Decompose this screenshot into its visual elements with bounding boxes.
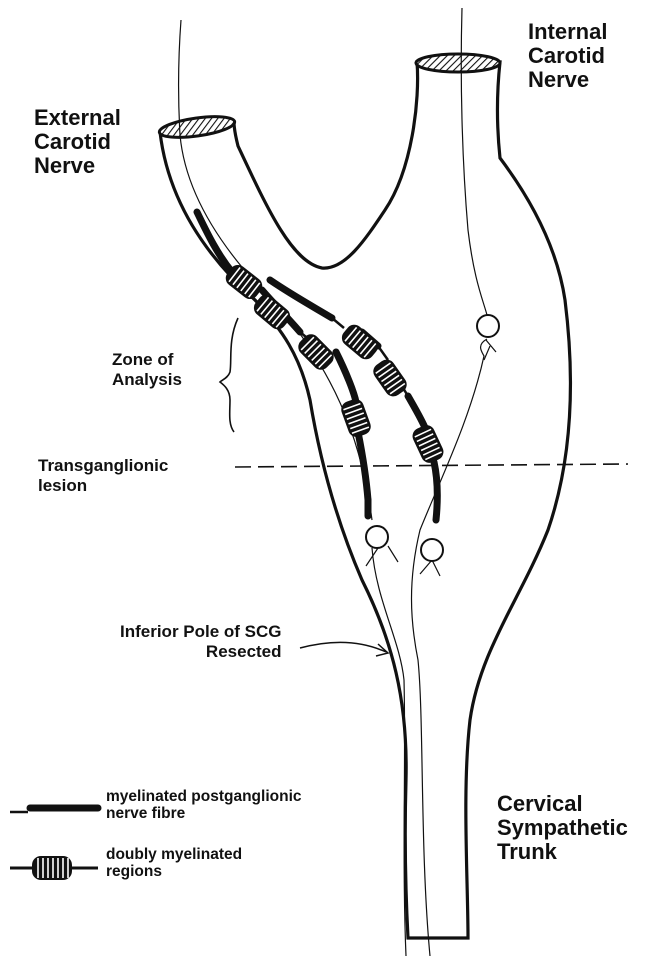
cell-body-right xyxy=(421,539,443,561)
inferior-pole-arrow xyxy=(300,642,386,652)
legend-doubly-myelinated-text: doubly myelinated regions xyxy=(106,846,242,880)
cervical-sympathetic-trunk-label: Cervical Sympathetic Trunk xyxy=(497,792,628,864)
legend-myelinated-glyph xyxy=(10,808,98,812)
legend-myelinated-text: myelinated postganglionic nerve fibre xyxy=(106,788,302,822)
internal-carotid-nerve-label: Internal Carotid Nerve xyxy=(528,20,607,92)
legend-doubly-myelinated-glyph xyxy=(10,856,98,880)
internal-nerve-cut-end xyxy=(416,54,500,72)
zone-brace xyxy=(220,318,238,432)
transganglionic-lesion-label: Transganglionic lesion xyxy=(38,456,168,496)
zone-of-analysis-label: Zone of Analysis xyxy=(112,350,182,390)
cell-body-internal xyxy=(477,315,499,337)
external-carotid-nerve-label: External Carotid Nerve xyxy=(34,106,121,178)
cell-body-left xyxy=(366,526,388,548)
inferior-pole-label: Inferior Pole of SCG Resected xyxy=(120,622,282,662)
